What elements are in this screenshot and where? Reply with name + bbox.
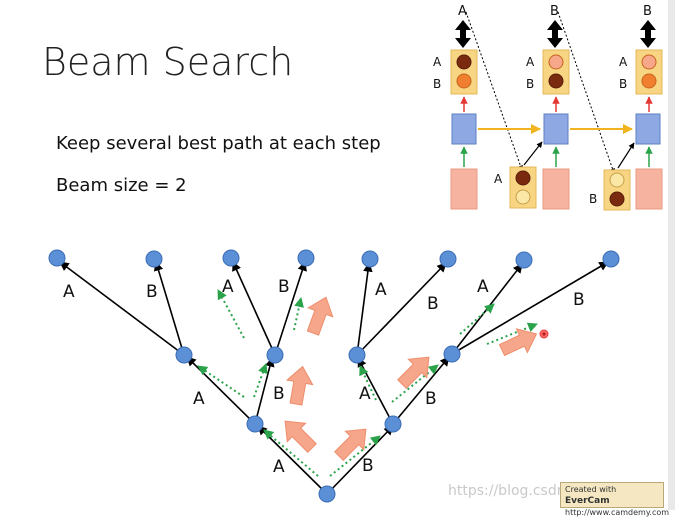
decoder-side-label: A: [526, 55, 535, 69]
bullet-keep-paths: Keep several best path at each step: [56, 133, 381, 154]
edge-l2d-l3h: [451, 261, 609, 355]
node-l3c: [222, 249, 240, 267]
decoder-diagram: A B B A B A B A B: [433, 4, 663, 211]
big-arrows: [284, 296, 538, 461]
decoder-side-label: B: [619, 77, 627, 91]
edge-l2b-l3c: [232, 261, 276, 356]
edge-l2a-l3a: [59, 261, 185, 356]
tree-nodes: [48, 249, 620, 503]
edge-label: B: [273, 384, 285, 404]
decoder-top-letter: A: [458, 4, 467, 19]
edge-label: A: [477, 277, 489, 297]
decoder-input-label: A: [494, 172, 503, 186]
node-l3d: [297, 249, 315, 267]
decoder-side-label: A: [433, 55, 442, 69]
edge-label: B: [425, 389, 437, 409]
vertical-scrollbar[interactable]: [668, 0, 675, 510]
node-l2c: [348, 346, 366, 364]
node-l2a: [175, 346, 193, 364]
node-l3a: [48, 249, 66, 267]
decoder-input-label: B: [589, 192, 597, 206]
edge-root-l1b: [326, 425, 394, 495]
edge-l1b-l2d: [392, 356, 450, 425]
edge-l2c-l3f: [356, 262, 447, 356]
edge-label: A: [359, 384, 371, 404]
edge-label: B: [573, 290, 585, 310]
edge-label: A: [63, 282, 75, 302]
edge-label: A: [222, 277, 234, 297]
stamp-line1: Created with: [565, 485, 617, 494]
edge-l1a-l2b: [254, 357, 275, 425]
bullet-beam-size: Beam size = 2: [56, 175, 187, 196]
edge-l2c-l3e: [356, 262, 373, 356]
edge-l2a-l3b: [153, 261, 185, 356]
decoder-side-label: A: [619, 55, 628, 69]
evercam-stamp: Created with EverCam http://www.camdemy.…: [560, 482, 669, 517]
node-l1a: [246, 415, 264, 433]
node-l3f: [439, 250, 457, 268]
edge-l2b-l3d: [274, 261, 307, 356]
decoder-side-label: B: [526, 77, 534, 91]
node-l3g: [515, 251, 533, 269]
guide-arrows: [197, 289, 538, 477]
edge-label: A: [193, 389, 205, 409]
decoder-top-letter: B: [550, 4, 559, 19]
node-l3h: [602, 250, 620, 268]
node-root: [318, 485, 336, 503]
node-l2d: [443, 345, 461, 363]
node-l3e: [361, 250, 379, 268]
tree-edges: [59, 261, 609, 495]
edge-label: B: [362, 456, 374, 476]
edge-label: B: [278, 277, 290, 297]
stamp-brand: EverCam: [565, 496, 610, 506]
edge-label: B: [146, 282, 158, 302]
edge-label: B: [427, 294, 439, 314]
stamp-url: http://www.camdemy.com: [565, 508, 670, 517]
slide-title: Beam Search: [42, 40, 294, 84]
tree-edge-labels: A B A B A B A B A B A B A B: [63, 277, 585, 477]
node-l1b: [384, 415, 402, 433]
watermark-text: https://blog.csdn: [448, 483, 566, 499]
node-l3b: [145, 250, 163, 268]
decoder-side-label: B: [433, 77, 441, 91]
edge-label: A: [273, 457, 285, 477]
decoder-top-letter: B: [643, 4, 652, 19]
node-l2b: [266, 346, 284, 364]
edge-label: A: [375, 280, 387, 300]
